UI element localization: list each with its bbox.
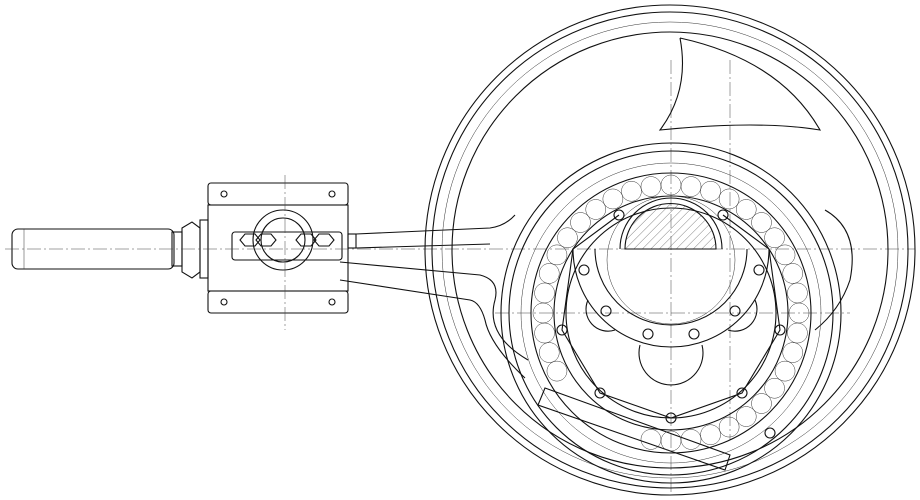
bolt	[578, 264, 590, 276]
outer-wheel	[424, 4, 916, 496]
bolts	[556, 209, 786, 439]
roller	[787, 322, 808, 344]
roller	[718, 188, 740, 210]
roller	[546, 244, 568, 266]
roller	[534, 282, 555, 304]
roller	[557, 227, 578, 249]
roller	[680, 176, 702, 197]
bolt	[600, 305, 612, 317]
roller	[774, 360, 796, 382]
roller	[751, 212, 772, 233]
roller	[764, 377, 785, 399]
roller	[640, 176, 662, 197]
brake-pad	[537, 387, 731, 471]
roller	[764, 227, 785, 249]
arm	[339, 214, 529, 379]
hub	[561, 195, 781, 419]
roller	[735, 199, 757, 220]
roller	[539, 263, 560, 284]
roller	[735, 406, 757, 427]
bolt	[774, 324, 786, 336]
roller	[680, 429, 702, 450]
roller	[782, 342, 803, 363]
clamp-block	[207, 182, 357, 314]
roller	[700, 424, 721, 445]
roller	[787, 282, 808, 304]
bolt	[594, 387, 606, 399]
bolt	[688, 328, 700, 340]
roller	[718, 416, 740, 438]
bolt	[753, 264, 765, 276]
bolt	[736, 387, 748, 399]
roller	[539, 342, 560, 363]
roller	[700, 181, 721, 202]
bolt	[717, 209, 729, 221]
bolt	[556, 324, 568, 336]
roller	[751, 393, 772, 414]
roller	[585, 199, 607, 220]
roller	[570, 212, 591, 233]
roller	[621, 181, 642, 202]
roller	[534, 322, 555, 344]
roller	[640, 429, 662, 450]
roller	[774, 244, 796, 266]
bolt	[665, 412, 677, 424]
bolt	[729, 305, 741, 317]
bolt	[642, 328, 654, 340]
roller	[546, 360, 568, 382]
bolt	[613, 209, 625, 221]
roller	[602, 188, 624, 210]
rollers	[532, 174, 810, 452]
bolt	[764, 427, 776, 439]
roller	[782, 263, 803, 284]
